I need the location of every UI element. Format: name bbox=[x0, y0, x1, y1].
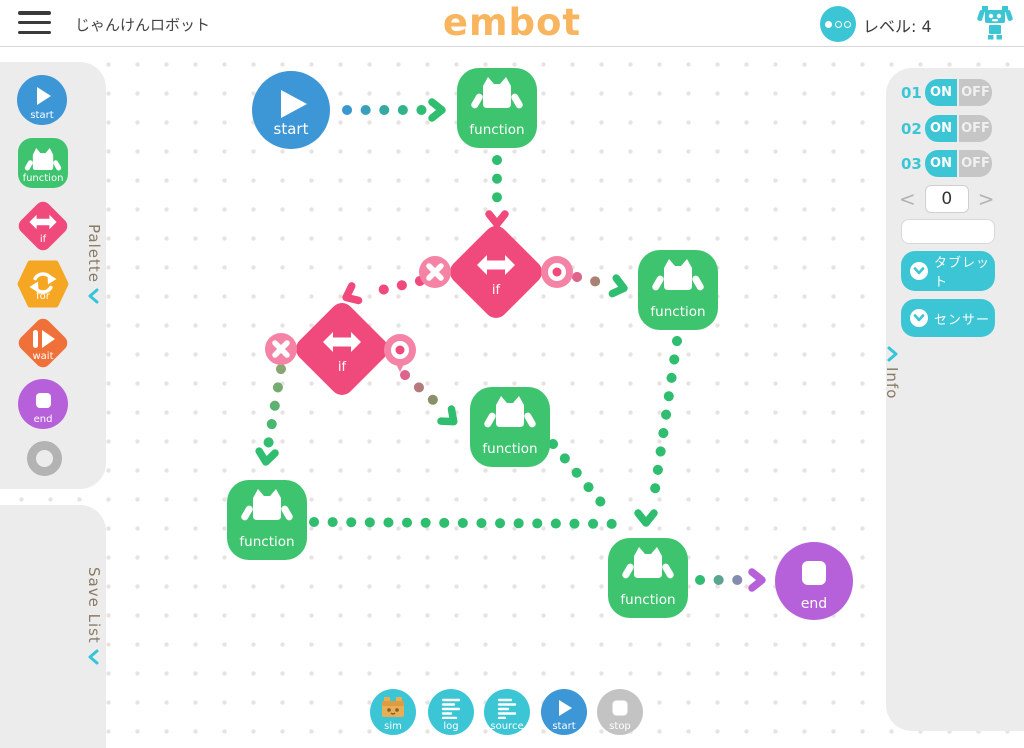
svg-text:function: function bbox=[620, 592, 675, 608]
info-panel: 01 ON OFF 02 ON OFF 03 ON OFF < 0 > タブレッ… bbox=[883, 68, 1024, 731]
node-fn3[interactable]: function bbox=[227, 480, 307, 560]
stepper-value[interactable]: 0 bbox=[924, 185, 969, 213]
edge-if2-fn4 bbox=[400, 370, 446, 412]
play-icon bbox=[37, 87, 51, 105]
switch-01-on[interactable]: ON bbox=[925, 79, 957, 106]
sim-button[interactable]: sim bbox=[370, 689, 416, 735]
log-button[interactable]: log bbox=[428, 689, 474, 735]
menu-hamburger-icon[interactable] bbox=[18, 11, 51, 36]
arrowhead-fn5-end bbox=[748, 568, 766, 592]
arrowhead-fn1-if1 bbox=[485, 210, 509, 228]
info-collapse-tab[interactable]: Info bbox=[883, 346, 901, 399]
edge-if1-if2 bbox=[364, 276, 425, 298]
palette-item-for[interactable]: for bbox=[16, 260, 70, 308]
svg-text:function: function bbox=[239, 534, 294, 550]
palette-item-blank[interactable] bbox=[26, 440, 63, 481]
embot-face-icon bbox=[382, 696, 404, 717]
arrowhead-start-fn1 bbox=[428, 98, 446, 122]
switch-row-02: 02 ON OFF bbox=[901, 115, 992, 142]
edge-if1-fn2 bbox=[572, 272, 615, 290]
chevron-down-circle-icon bbox=[910, 309, 928, 327]
pause-play-icon bbox=[33, 330, 55, 348]
edge-if2-fn3 bbox=[263, 364, 286, 451]
stepper-prev-button[interactable]: < bbox=[899, 187, 916, 211]
level-dots-icon[interactable] bbox=[820, 6, 856, 42]
level-label: レベル: 4 bbox=[863, 17, 932, 36]
stepper-next-button[interactable]: > bbox=[977, 187, 995, 211]
edge-fn2-fn5 bbox=[648, 336, 682, 508]
log-lines-icon bbox=[441, 698, 461, 719]
switch-03-off[interactable]: OFF bbox=[959, 150, 992, 177]
node-end[interactable]: end bbox=[775, 542, 853, 620]
chevron-left-icon bbox=[88, 288, 99, 304]
double-arrow-icon bbox=[29, 214, 57, 230]
project-title: じゃんけんロボット bbox=[75, 16, 211, 34]
if-x-port[interactable] bbox=[419, 256, 451, 288]
arrowhead-fn3-fn5 bbox=[634, 509, 658, 527]
palette-collapse-tab[interactable]: Palette bbox=[85, 224, 103, 304]
node-fn5[interactable]: function bbox=[608, 538, 688, 618]
stop-square-icon bbox=[612, 700, 628, 716]
svg-text:function: function bbox=[469, 122, 524, 138]
edge-fn4-fn5 bbox=[548, 439, 614, 517]
switch-row-03: 03 ON OFF bbox=[901, 150, 992, 177]
run-start-button[interactable]: start bbox=[541, 689, 587, 735]
switch-row-01: 01 ON OFF bbox=[901, 79, 992, 106]
node-fn4[interactable]: function bbox=[470, 387, 550, 467]
switch-02-on[interactable]: ON bbox=[925, 115, 957, 142]
palette-item-function[interactable]: function bbox=[18, 138, 68, 188]
svg-text:function: function bbox=[650, 304, 705, 320]
run-stop-button[interactable]: stop bbox=[597, 689, 643, 735]
svg-text:if: if bbox=[338, 360, 347, 375]
value-stepper: < 0 > bbox=[899, 185, 995, 213]
svg-text:end: end bbox=[801, 596, 827, 612]
save-list-collapse-tab[interactable]: Save List bbox=[85, 567, 103, 665]
embot-mascot-icon[interactable] bbox=[977, 5, 1013, 43]
switch-01-off[interactable]: OFF bbox=[959, 79, 992, 106]
node-start[interactable]: start bbox=[252, 71, 330, 149]
node-if1[interactable]: if bbox=[445, 221, 547, 323]
loop-icon bbox=[29, 272, 57, 294]
info-text-input[interactable] bbox=[901, 219, 995, 244]
tablet-button[interactable]: タブレット bbox=[901, 251, 995, 291]
robot-icon bbox=[24, 148, 62, 171]
arrowhead-if2-fn3 bbox=[255, 447, 279, 466]
chevron-left-icon bbox=[88, 649, 99, 665]
save-list-panel: Save List bbox=[0, 505, 106, 748]
svg-text:start: start bbox=[274, 120, 309, 138]
source-lines-icon bbox=[497, 698, 517, 719]
edge-fn3-fn5 bbox=[309, 517, 631, 529]
sensor-button[interactable]: センサー bbox=[901, 299, 995, 337]
chevron-down-circle-icon bbox=[910, 262, 928, 280]
palette-item-start[interactable]: start bbox=[17, 75, 67, 125]
palette-item-wait[interactable]: wait bbox=[15, 315, 71, 371]
header: じゃんけんロボット embot レベル: 4 bbox=[0, 0, 1024, 47]
if-o-port[interactable] bbox=[541, 256, 573, 288]
if-o-port[interactable] bbox=[384, 334, 416, 372]
chevron-right-icon bbox=[887, 346, 898, 362]
svg-text:if: if bbox=[492, 283, 501, 298]
square-icon bbox=[35, 392, 51, 408]
switch-02-off[interactable]: OFF bbox=[959, 115, 992, 142]
embot-logo: embot bbox=[442, 1, 582, 44]
node-fn2[interactable]: function bbox=[638, 250, 718, 330]
play-icon bbox=[559, 700, 572, 716]
palette-item-end[interactable]: end bbox=[18, 379, 68, 429]
hexagon-shape bbox=[17, 260, 69, 308]
svg-text:function: function bbox=[482, 441, 537, 457]
arrowhead-if1-fn2 bbox=[608, 274, 628, 298]
palette-panel: start function if bbox=[0, 62, 106, 489]
node-fn1[interactable]: function bbox=[457, 68, 537, 148]
if-x-port[interactable] bbox=[265, 333, 297, 365]
arrowhead-if2-fn4 bbox=[437, 405, 458, 426]
arrowhead-if1-if2 bbox=[342, 282, 363, 305]
palette-item-if[interactable]: if bbox=[15, 198, 71, 254]
switch-03-on[interactable]: ON bbox=[925, 150, 957, 177]
node-if2[interactable]: if bbox=[291, 298, 393, 400]
ring-icon bbox=[27, 441, 62, 476]
source-button[interactable]: source bbox=[484, 689, 530, 735]
